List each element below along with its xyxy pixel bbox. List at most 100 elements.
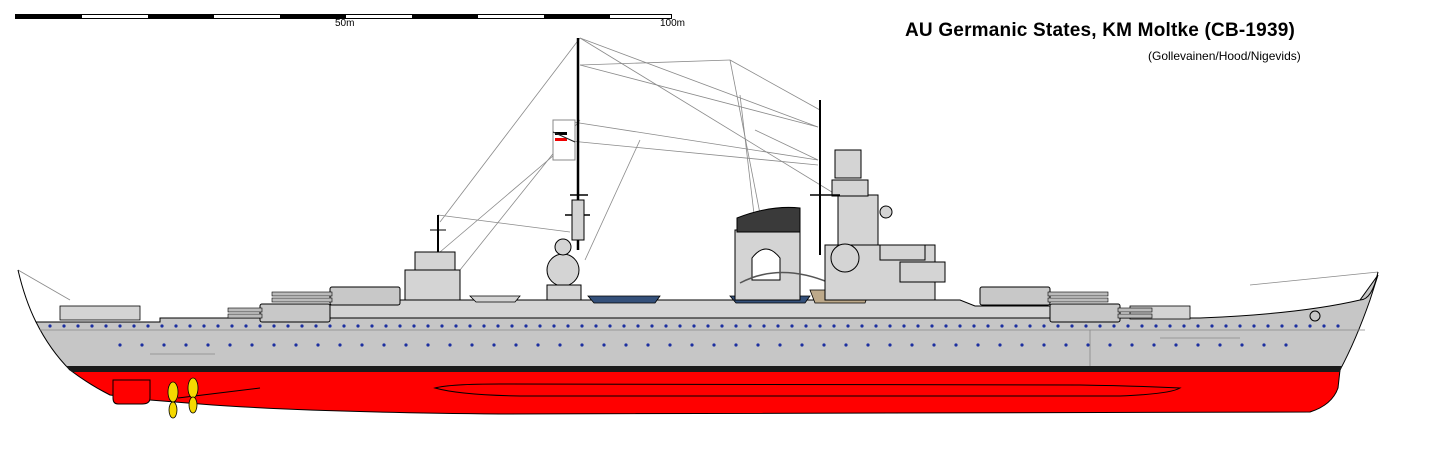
porthole	[454, 324, 458, 328]
porthole	[602, 343, 606, 347]
porthole	[558, 343, 562, 347]
propeller-icon-2	[187, 377, 199, 414]
porthole	[866, 343, 870, 347]
porthole	[1042, 324, 1046, 328]
forward-control-tower	[810, 100, 946, 301]
porthole	[888, 324, 892, 328]
porthole	[636, 324, 640, 328]
porthole	[832, 324, 836, 328]
porthole	[300, 324, 304, 328]
porthole	[678, 324, 682, 328]
porthole	[470, 343, 474, 347]
porthole	[258, 324, 262, 328]
porthole	[184, 343, 188, 347]
porthole	[1336, 324, 1340, 328]
porthole	[496, 324, 500, 328]
portholes	[48, 324, 1340, 347]
porthole	[174, 324, 178, 328]
scale-bar	[15, 14, 672, 19]
aft-director	[546, 238, 582, 301]
porthole	[1252, 324, 1256, 328]
porthole	[162, 343, 166, 347]
porthole	[972, 324, 976, 328]
porthole	[1294, 324, 1298, 328]
porthole	[1182, 324, 1186, 328]
porthole	[874, 324, 878, 328]
porthole	[1064, 343, 1068, 347]
porthole	[734, 343, 738, 347]
porthole	[62, 324, 66, 328]
porthole	[1098, 324, 1102, 328]
porthole	[1168, 324, 1172, 328]
porthole	[244, 324, 248, 328]
porthole	[1084, 324, 1088, 328]
porthole	[646, 343, 650, 347]
porthole	[888, 343, 892, 347]
turret-fore-high	[979, 286, 1109, 306]
porthole	[580, 324, 584, 328]
porthole	[360, 343, 364, 347]
porthole	[998, 343, 1002, 347]
anchor-icon	[1309, 310, 1321, 322]
porthole	[1154, 324, 1158, 328]
porthole	[1042, 343, 1046, 347]
porthole	[1014, 324, 1018, 328]
porthole	[1308, 324, 1312, 328]
porthole	[916, 324, 920, 328]
porthole	[286, 324, 290, 328]
porthole	[944, 324, 948, 328]
porthole	[552, 324, 556, 328]
porthole	[712, 343, 716, 347]
porthole	[404, 343, 408, 347]
porthole	[580, 343, 584, 347]
porthole	[1070, 324, 1074, 328]
porthole	[804, 324, 808, 328]
turret-aft-high	[271, 286, 401, 306]
porthole	[468, 324, 472, 328]
porthole	[524, 324, 528, 328]
porthole	[426, 343, 430, 347]
upper-hull-grey	[35, 274, 1379, 371]
porthole	[90, 324, 94, 328]
porthole	[1284, 343, 1288, 347]
porthole	[692, 324, 696, 328]
porthole	[294, 343, 298, 347]
boat-blue-aft	[587, 295, 661, 304]
scale-label-50m: 50m	[335, 18, 355, 29]
porthole	[1028, 324, 1032, 328]
porthole	[1130, 343, 1134, 347]
boat-small	[469, 295, 521, 303]
rigging-lines	[17, 37, 1379, 301]
porthole	[48, 324, 52, 328]
porthole	[1126, 324, 1130, 328]
porthole	[426, 324, 430, 328]
turret-fore-low	[1049, 303, 1153, 323]
porthole	[76, 324, 80, 328]
porthole	[986, 324, 990, 328]
porthole	[958, 324, 962, 328]
ensign-flag-icon	[552, 119, 576, 161]
porthole	[790, 324, 794, 328]
porthole	[338, 343, 342, 347]
porthole	[356, 324, 360, 328]
porthole	[1210, 324, 1214, 328]
porthole	[1140, 324, 1144, 328]
porthole	[118, 324, 122, 328]
lower-hull-red	[68, 369, 1341, 415]
porthole	[706, 324, 710, 328]
porthole	[1224, 324, 1228, 328]
porthole	[748, 324, 752, 328]
porthole	[1240, 343, 1244, 347]
scale-bar-segments	[15, 14, 672, 19]
porthole	[1322, 324, 1326, 328]
porthole	[976, 343, 980, 347]
porthole	[1266, 324, 1270, 328]
porthole	[932, 343, 936, 347]
porthole	[594, 324, 598, 328]
porthole	[778, 343, 782, 347]
porthole	[216, 324, 220, 328]
porthole	[1086, 343, 1090, 347]
funnel	[734, 206, 831, 301]
porthole	[398, 324, 402, 328]
